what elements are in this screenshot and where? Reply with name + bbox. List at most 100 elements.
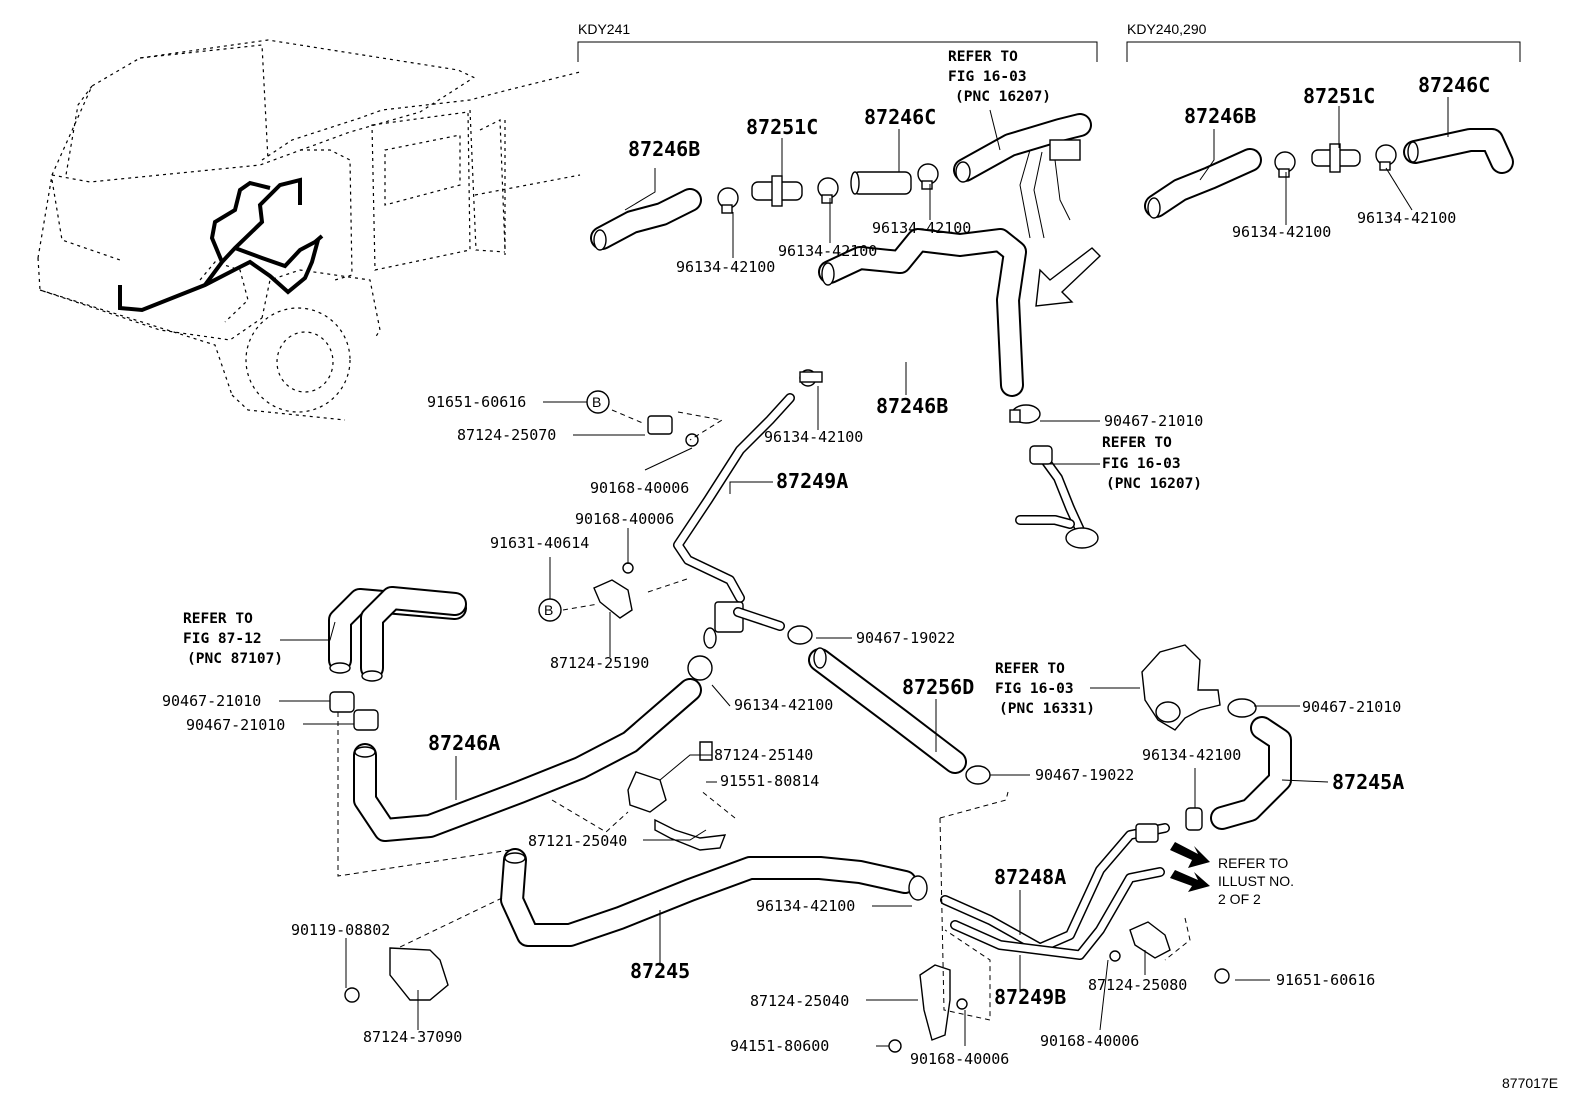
clamp-icon [1375, 144, 1397, 171]
hose-87256d [787, 625, 991, 785]
pipe-87249a [673, 393, 795, 649]
part-label: 90467-21010 [1104, 412, 1203, 430]
part-label: 87245 [630, 959, 690, 983]
clamp-icon [965, 765, 991, 785]
part-label: 90168-40006 [1040, 1032, 1139, 1050]
part-label: 87121-25040 [528, 832, 627, 850]
part-label: 91551-80814 [720, 772, 819, 790]
arrow-down-left-icon [1035, 247, 1102, 307]
part-label: 90467-21010 [1302, 698, 1401, 716]
refer-thermo-line2: FIG 16-03 [995, 681, 1074, 697]
part-label: 96134-42100 [872, 219, 971, 237]
part-label: 87256D [902, 675, 974, 699]
part-label: 87246B [628, 137, 700, 161]
part-label: 90168-40006 [910, 1050, 1009, 1068]
part-label: 87246C [1418, 73, 1490, 97]
connector-icon [751, 175, 803, 207]
part-label: 87124-25040 [750, 992, 849, 1010]
part-label: 91631-40614 [490, 534, 589, 552]
part-label: 87249B [994, 985, 1066, 1009]
part-label: 96134-42100 [676, 258, 775, 276]
group-kdy240-290: KDY240,290 [1126, 21, 1521, 62]
part-label: 87249A [776, 469, 848, 493]
arrow-right-icon [1170, 842, 1210, 892]
part-label: 96134-42100 [1357, 209, 1456, 227]
clamp-icon [1185, 807, 1203, 831]
clamp-bracket-icon [627, 741, 727, 851]
figure-id: 877017E [1502, 1075, 1558, 1091]
vehicle-outline [37, 39, 581, 421]
clamp-icon [787, 625, 813, 645]
hose-87246b-mid [799, 228, 1041, 424]
refer-mid-line3: (PNC 16207) [1106, 476, 1202, 492]
group-label-kdy240-290: KDY240,290 [1127, 21, 1207, 37]
part-label: 87246B [1184, 104, 1256, 128]
refer-mid-line2: FIG 16-03 [1102, 456, 1181, 472]
refer-note-thermo: REFER TO FIG 16-03 (PNC 16331) [995, 661, 1095, 717]
part-label: 87124-25070 [457, 426, 556, 444]
part-label: 94151-80600 [730, 1037, 829, 1055]
refer-top-line2: FIG 16-03 [948, 69, 1027, 85]
part-label: 87124-37090 [363, 1028, 462, 1046]
part-label: 90168-40006 [575, 510, 674, 528]
part-label: 96134-42100 [756, 897, 855, 915]
part-label: 96134-42100 [734, 696, 833, 714]
part-label: 87245A [1332, 770, 1404, 794]
refer-thermo-line1: REFER TO [995, 661, 1065, 677]
part-label: 87124-25140 [714, 746, 813, 764]
refer-mid-line1: REFER TO [1102, 435, 1172, 451]
refer-note-mid: REFER TO FIG 16-03 (PNC 16207) [1102, 435, 1202, 492]
part-label: 87251C [1303, 84, 1375, 108]
part-label: 91651-60616 [1276, 971, 1375, 989]
clamp-icon [799, 369, 823, 387]
clamp-icon [1227, 698, 1257, 718]
refer-top-line1: REFER TO [948, 49, 1018, 65]
part-label: 87246C [864, 105, 936, 129]
heater-core-pipes-icon [328, 586, 467, 682]
clamp-bracket-icon [593, 562, 634, 619]
bracket-icon [888, 964, 968, 1053]
refer-illust-line3: 2 OF 2 [1218, 891, 1261, 907]
part-label: 87124-25190 [550, 654, 649, 672]
refer-illust-line2: ILLUST NO. [1218, 873, 1294, 889]
top-left-parts [590, 113, 1102, 307]
part-label: 96134-42100 [764, 428, 863, 446]
refer-left-line3: (PNC 87107) [187, 651, 283, 667]
refer-note-top: REFER TO FIG 16-03 (PNC 16207) [948, 49, 1051, 105]
refer-note-illust: REFER TO ILLUST NO. 2 OF 2 [1218, 855, 1294, 907]
refer-left-line2: FIG 87-12 [183, 631, 262, 647]
hose-icon [850, 171, 912, 195]
part-label: 90467-21010 [162, 692, 261, 710]
bracket-icon [1109, 921, 1230, 984]
clamp-icon [717, 187, 739, 214]
thermostat-housing-icon [1141, 644, 1257, 731]
part-label: 87246B [876, 394, 948, 418]
hose-87245 [500, 848, 928, 947]
clamp-icon [1009, 404, 1041, 424]
part-label: 90467-19022 [1035, 766, 1134, 784]
refer-top-line3: (PNC 16207) [955, 89, 1051, 105]
refer-illust-line1: REFER TO [1218, 855, 1288, 871]
refer-left-line1: REFER TO [183, 611, 253, 627]
part-label: 87248A [994, 865, 1066, 889]
part-label: 87246A [428, 731, 500, 755]
part-label: 90467-21010 [186, 716, 285, 734]
part-label: 96134-42100 [1232, 223, 1331, 241]
callout-b-upper-text: B [592, 394, 601, 410]
clamp-icon [1274, 151, 1296, 178]
callout-b-lower-text: B [544, 602, 553, 618]
part-label: 96134-42100 [778, 242, 877, 260]
callout-b-upper: B [586, 390, 610, 414]
clamp-icon [917, 163, 939, 190]
clamp-icon [329, 691, 355, 713]
top-right-parts [1144, 128, 1514, 219]
pipe-87248a [940, 823, 1170, 960]
part-label: 90467-19022 [856, 629, 955, 647]
clamp-icon [908, 875, 928, 901]
part-label: 96134-42100 [1142, 746, 1241, 764]
part-labels: 87246B 87251C 87246C 96134-42100 96134-4… [162, 73, 1490, 1068]
pipe-assembly-icon [953, 113, 1092, 239]
part-label: 91651-60616 [427, 393, 526, 411]
bracket-icon [647, 415, 699, 447]
